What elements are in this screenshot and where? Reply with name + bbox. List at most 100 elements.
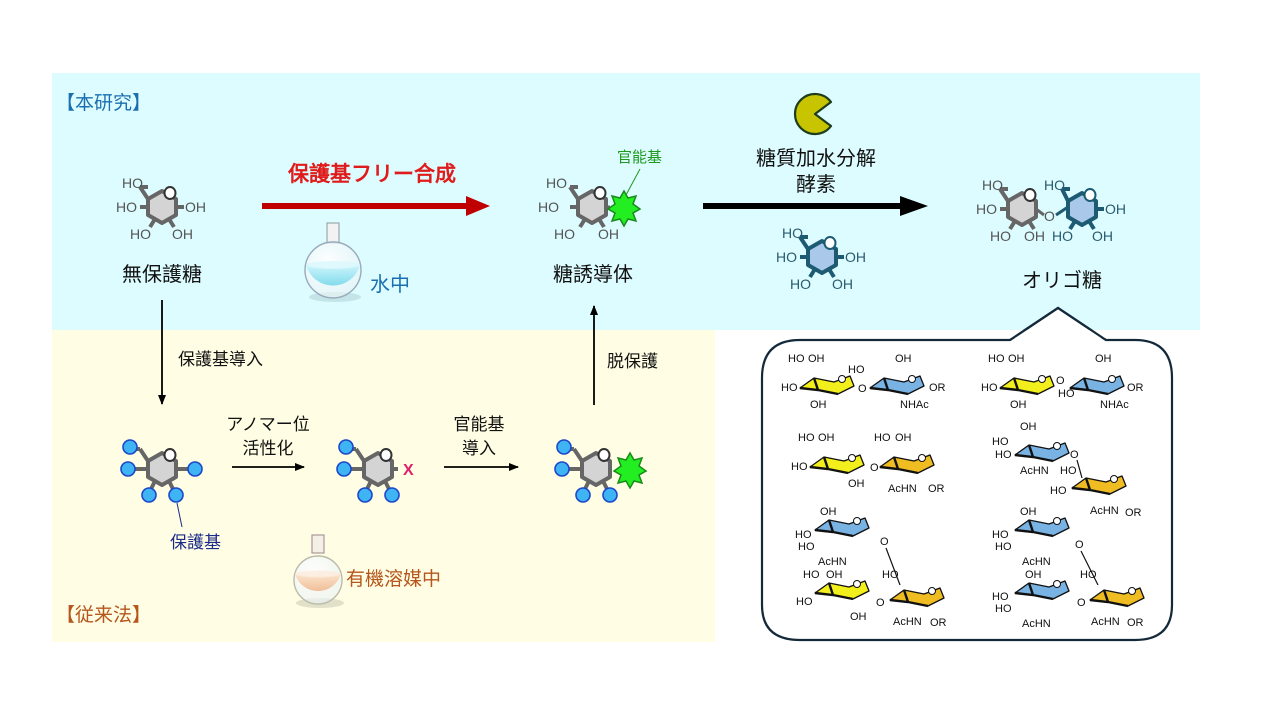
oligosaccharide-structure: HO HO HO OH O HO OH HO OH	[976, 177, 1126, 244]
blue-circle-icon	[120, 439, 203, 503]
chem-label: AcHN	[1091, 616, 1120, 628]
chem-label: AcHN	[818, 556, 847, 568]
svg-text:OH: OH	[598, 226, 619, 242]
svg-text:HO: HO	[122, 175, 143, 191]
chem-label: HO	[1058, 388, 1075, 400]
chem-label: HO	[803, 569, 820, 581]
svg-text:HO: HO	[990, 228, 1011, 244]
chem-label: AcHN	[1090, 505, 1119, 517]
chem-label: HO	[981, 382, 998, 394]
chem-label: OH	[820, 506, 837, 518]
chem-label: OR	[1125, 507, 1142, 519]
chem-label: OH	[808, 353, 825, 365]
chem-label: HO	[992, 529, 1009, 541]
pyranose-chair	[889, 587, 945, 608]
fg-introduction-line1: 官能基	[453, 415, 505, 435]
chem-label: OH	[1020, 506, 1037, 518]
pg-free-synthesis-label: 保護基フリー合成	[288, 162, 456, 186]
chem-label: O	[858, 383, 867, 395]
svg-text:HO: HO	[1044, 177, 1065, 193]
svg-text:OH: OH	[1092, 228, 1113, 244]
svg-text:HO: HO	[982, 177, 1003, 193]
green-star-icon	[606, 189, 642, 228]
unprotected-sugar-label: 無保護糖	[122, 262, 202, 286]
chem-label: HO	[995, 449, 1012, 461]
unprotected-sugar-structure: HO HO OH HO OH	[116, 175, 206, 242]
chem-label: O	[870, 462, 879, 474]
chem-label: HO	[795, 529, 812, 541]
pyranose-chair	[1089, 587, 1145, 608]
pyranose-chair	[879, 454, 935, 475]
chem-label: HO	[791, 461, 808, 473]
svg-text:HO: HO	[1052, 228, 1073, 244]
pyranose-chair	[1071, 475, 1127, 496]
oligosaccharide-examples-callout	[760, 306, 1174, 642]
svg-text:HO: HO	[790, 276, 811, 292]
chem-label: AcHN	[1020, 465, 1049, 477]
svg-text:HO: HO	[116, 199, 137, 215]
chem-label: HO	[882, 569, 899, 581]
chem-label: HO	[848, 364, 865, 376]
chem-label: HO	[798, 541, 815, 553]
chem-label: NHAc	[900, 399, 929, 411]
svg-text:OH: OH	[1024, 228, 1045, 244]
pyranose-chair	[1014, 442, 1070, 463]
chem-label: O	[1070, 449, 1079, 461]
chem-label: AcHN	[888, 483, 917, 495]
chem-label: HO	[995, 603, 1012, 615]
chem-label: OH	[1008, 353, 1025, 365]
oligosaccharide-label: オリゴ糖	[1022, 268, 1102, 292]
svg-text:HO: HO	[130, 226, 151, 242]
enzyme-label-line2: 酵素	[796, 172, 836, 196]
chem-label: HO	[874, 432, 891, 444]
svg-text:HO: HO	[546, 175, 567, 191]
in-organic-solvent-label: 有機溶媒中	[346, 568, 442, 590]
in-water-label: 水中	[370, 272, 410, 296]
protecting-group-note: 保護基	[170, 533, 221, 553]
chem-label: OR	[1127, 617, 1144, 629]
chem-label: HO	[1060, 465, 1077, 477]
deprotection-label: 脱保護	[607, 352, 658, 372]
chem-label: AcHN	[1022, 618, 1051, 630]
svg-text:HO: HO	[538, 199, 559, 215]
pyranose-chair	[1014, 517, 1070, 538]
svg-text:HO: HO	[776, 249, 797, 265]
chem-label: OR	[1127, 382, 1144, 394]
chem-label: OH	[895, 353, 912, 365]
pacman-enzyme-icon	[793, 92, 833, 136]
functional-group-note: 官能基	[617, 148, 663, 166]
conventional-method-label: 【従来法】	[56, 604, 152, 626]
pyranose-chair	[869, 375, 925, 396]
pg-introduction-label: 保護基導入	[178, 350, 263, 370]
chem-label: HO	[1050, 485, 1067, 497]
enzyme-label-line1: 糖質加水分解	[756, 146, 876, 170]
anomeric-activation-line1: アノマー位	[226, 415, 310, 435]
chem-label: OH	[850, 611, 867, 623]
pyranose-chair	[814, 580, 870, 601]
svg-text:HO: HO	[554, 226, 575, 242]
chem-label: O	[876, 597, 885, 609]
sugar-derivative-structure: HO HO HO OH	[538, 168, 642, 242]
chem-label: NHAc	[1100, 399, 1129, 411]
pyranose-chair	[799, 375, 855, 396]
svg-text:HO: HO	[976, 201, 997, 217]
chem-label: O	[1075, 539, 1084, 551]
chem-label: O	[880, 536, 889, 548]
chem-label: OH	[1025, 569, 1042, 581]
chem-label: O	[1077, 597, 1086, 609]
pyranose-chair	[1069, 375, 1125, 396]
chem-label: HO	[992, 591, 1009, 603]
chem-label: OH	[826, 569, 843, 581]
chem-label: OR	[928, 483, 945, 495]
pyranose-chair	[814, 517, 870, 538]
svg-text:OH: OH	[845, 249, 866, 265]
chem-label: HO	[988, 353, 1005, 365]
activated-sugar-structure: X	[336, 439, 414, 503]
chem-label: HO	[1080, 569, 1097, 581]
chem-label: HO	[798, 432, 815, 444]
chem-label: OH	[848, 478, 865, 490]
fg-introduction-line2: 導入	[462, 439, 496, 459]
protected-sugar-structure	[120, 439, 203, 528]
svg-text:OH: OH	[185, 199, 206, 215]
